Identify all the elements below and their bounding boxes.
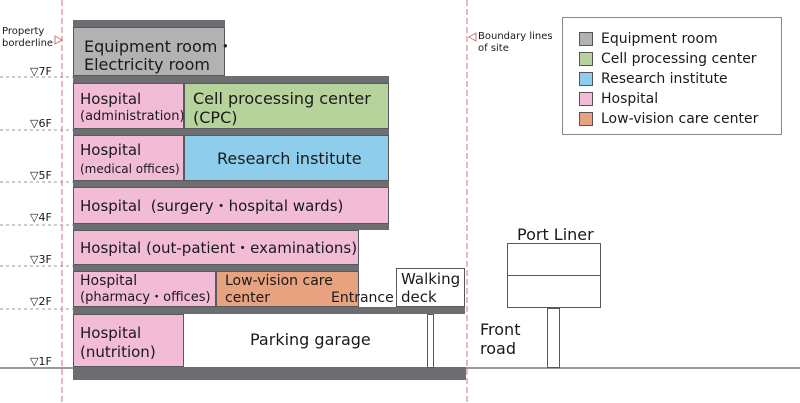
front-road-line1: Front [480,320,521,339]
equipment-room-line1: Equipment room・ [84,37,234,56]
port-liner-label: Port Liner [517,225,594,244]
hospital-pharmacy-offices: Hospital (pharmacy・offices) [73,271,216,307]
boundary-lines-label: Boundary lines of site [478,31,553,55]
port-liner-pillar [547,308,560,368]
slab-6f [73,129,389,135]
equipment-room: Equipment room・ Electricity room [73,27,233,76]
research-institute: Research institute [184,135,389,181]
hospital-administration: Hospital (administration) [73,83,185,129]
foundation-slab [73,367,466,380]
hospital-admin-line2: (administration) [80,109,185,124]
floor-label-3f: ▽3F [30,253,52,266]
floor-label-6f: ▽6F [30,117,52,130]
legend-label-cpc: Cell processing center [601,51,757,67]
property-borderline-line2: borderline [2,38,54,49]
low-vision-care-center: Low-vision care center [216,271,359,307]
floor-label-7f: ▽7F [30,65,52,78]
low-vision-line2: center [225,290,271,306]
legend-label-low-vision: Low-vision care center [601,111,759,127]
hospital-surgery-wards: Hospital (surgery・hospital wards) [73,187,389,224]
cpc-line1: Cell processing center [193,89,371,108]
legend-swatch-hospital [579,92,593,106]
legend-label-equipment: Equipment room [601,31,718,47]
floor-label-1f: ▽1F [30,355,52,368]
walking-deck-line1: Walking [401,270,461,288]
legend-label-research: Research institute [601,71,728,87]
hospital-outpatient-label: Hospital (out-patient・examinations) [80,239,358,257]
slab-5f [73,181,389,187]
legend-swatch-low-vision [579,112,593,126]
property-borderline-line1: Property [2,26,45,37]
legend-swatch-cpc [579,52,593,66]
hospital-nutrition-line1: Hospital [80,324,142,342]
hospital-pharmacy-line2: (pharmacy・offices) [80,290,211,305]
property-borderline-label: Property borderline [2,26,53,50]
slab-4f [73,224,389,230]
hospital-nutrition: Hospital (nutrition) [73,314,184,367]
legend-swatch-equipment [579,32,593,46]
hospital-surgery-label: Hospital (surgery・hospital wards) [80,197,344,215]
hospital-medical-line2: (medical offices) [80,162,180,176]
research-institute-label: Research institute [217,149,362,168]
walking-deck: Walking deck [396,268,465,307]
legend-label-hospital: Hospital [601,91,659,107]
floor-label-5f: ▽5F [30,169,52,182]
front-road-line2: road [480,339,516,358]
slab-3f [73,265,359,271]
low-vision-line1: Low-vision care [225,273,333,289]
cell-processing-center: Cell processing center (CPC) [184,83,389,129]
boundary-lines-line1: Boundary lines [478,31,553,42]
cpc-line2: (CPC) [193,108,238,127]
floor-label-2f: ▽2F [30,295,52,308]
equipment-room-line2: Electricity room [84,55,210,74]
boundary-lines-line2: of site [478,43,509,54]
legend-swatch-research [579,72,593,86]
hospital-pharmacy-line1: Hospital [80,273,138,289]
slab-2f [73,307,465,314]
hospital-medical-line1: Hospital [80,141,142,159]
floor-label-4f: ▽4F [30,211,52,224]
slab-7f [73,76,389,83]
legend: Equipment room Cell processing center Re… [562,17,782,135]
entrance-label: Entrance [331,290,394,306]
hospital-admin-line1: Hospital [80,90,142,108]
hospital-nutrition-line2: (nutrition) [80,343,156,361]
port-liner-divider [507,275,601,276]
property-border-marker [54,35,64,45]
hospital-medical-offices: Hospital (medical offices) [73,135,184,181]
roof-slab [73,20,225,27]
parking-garage-label: Parking garage [250,330,371,349]
walking-deck-line2: deck [401,288,437,306]
boundary-marker [467,32,477,42]
hospital-outpatient: Hospital (out-patient・examinations) [73,230,359,265]
walking-deck-pillar [427,314,434,368]
